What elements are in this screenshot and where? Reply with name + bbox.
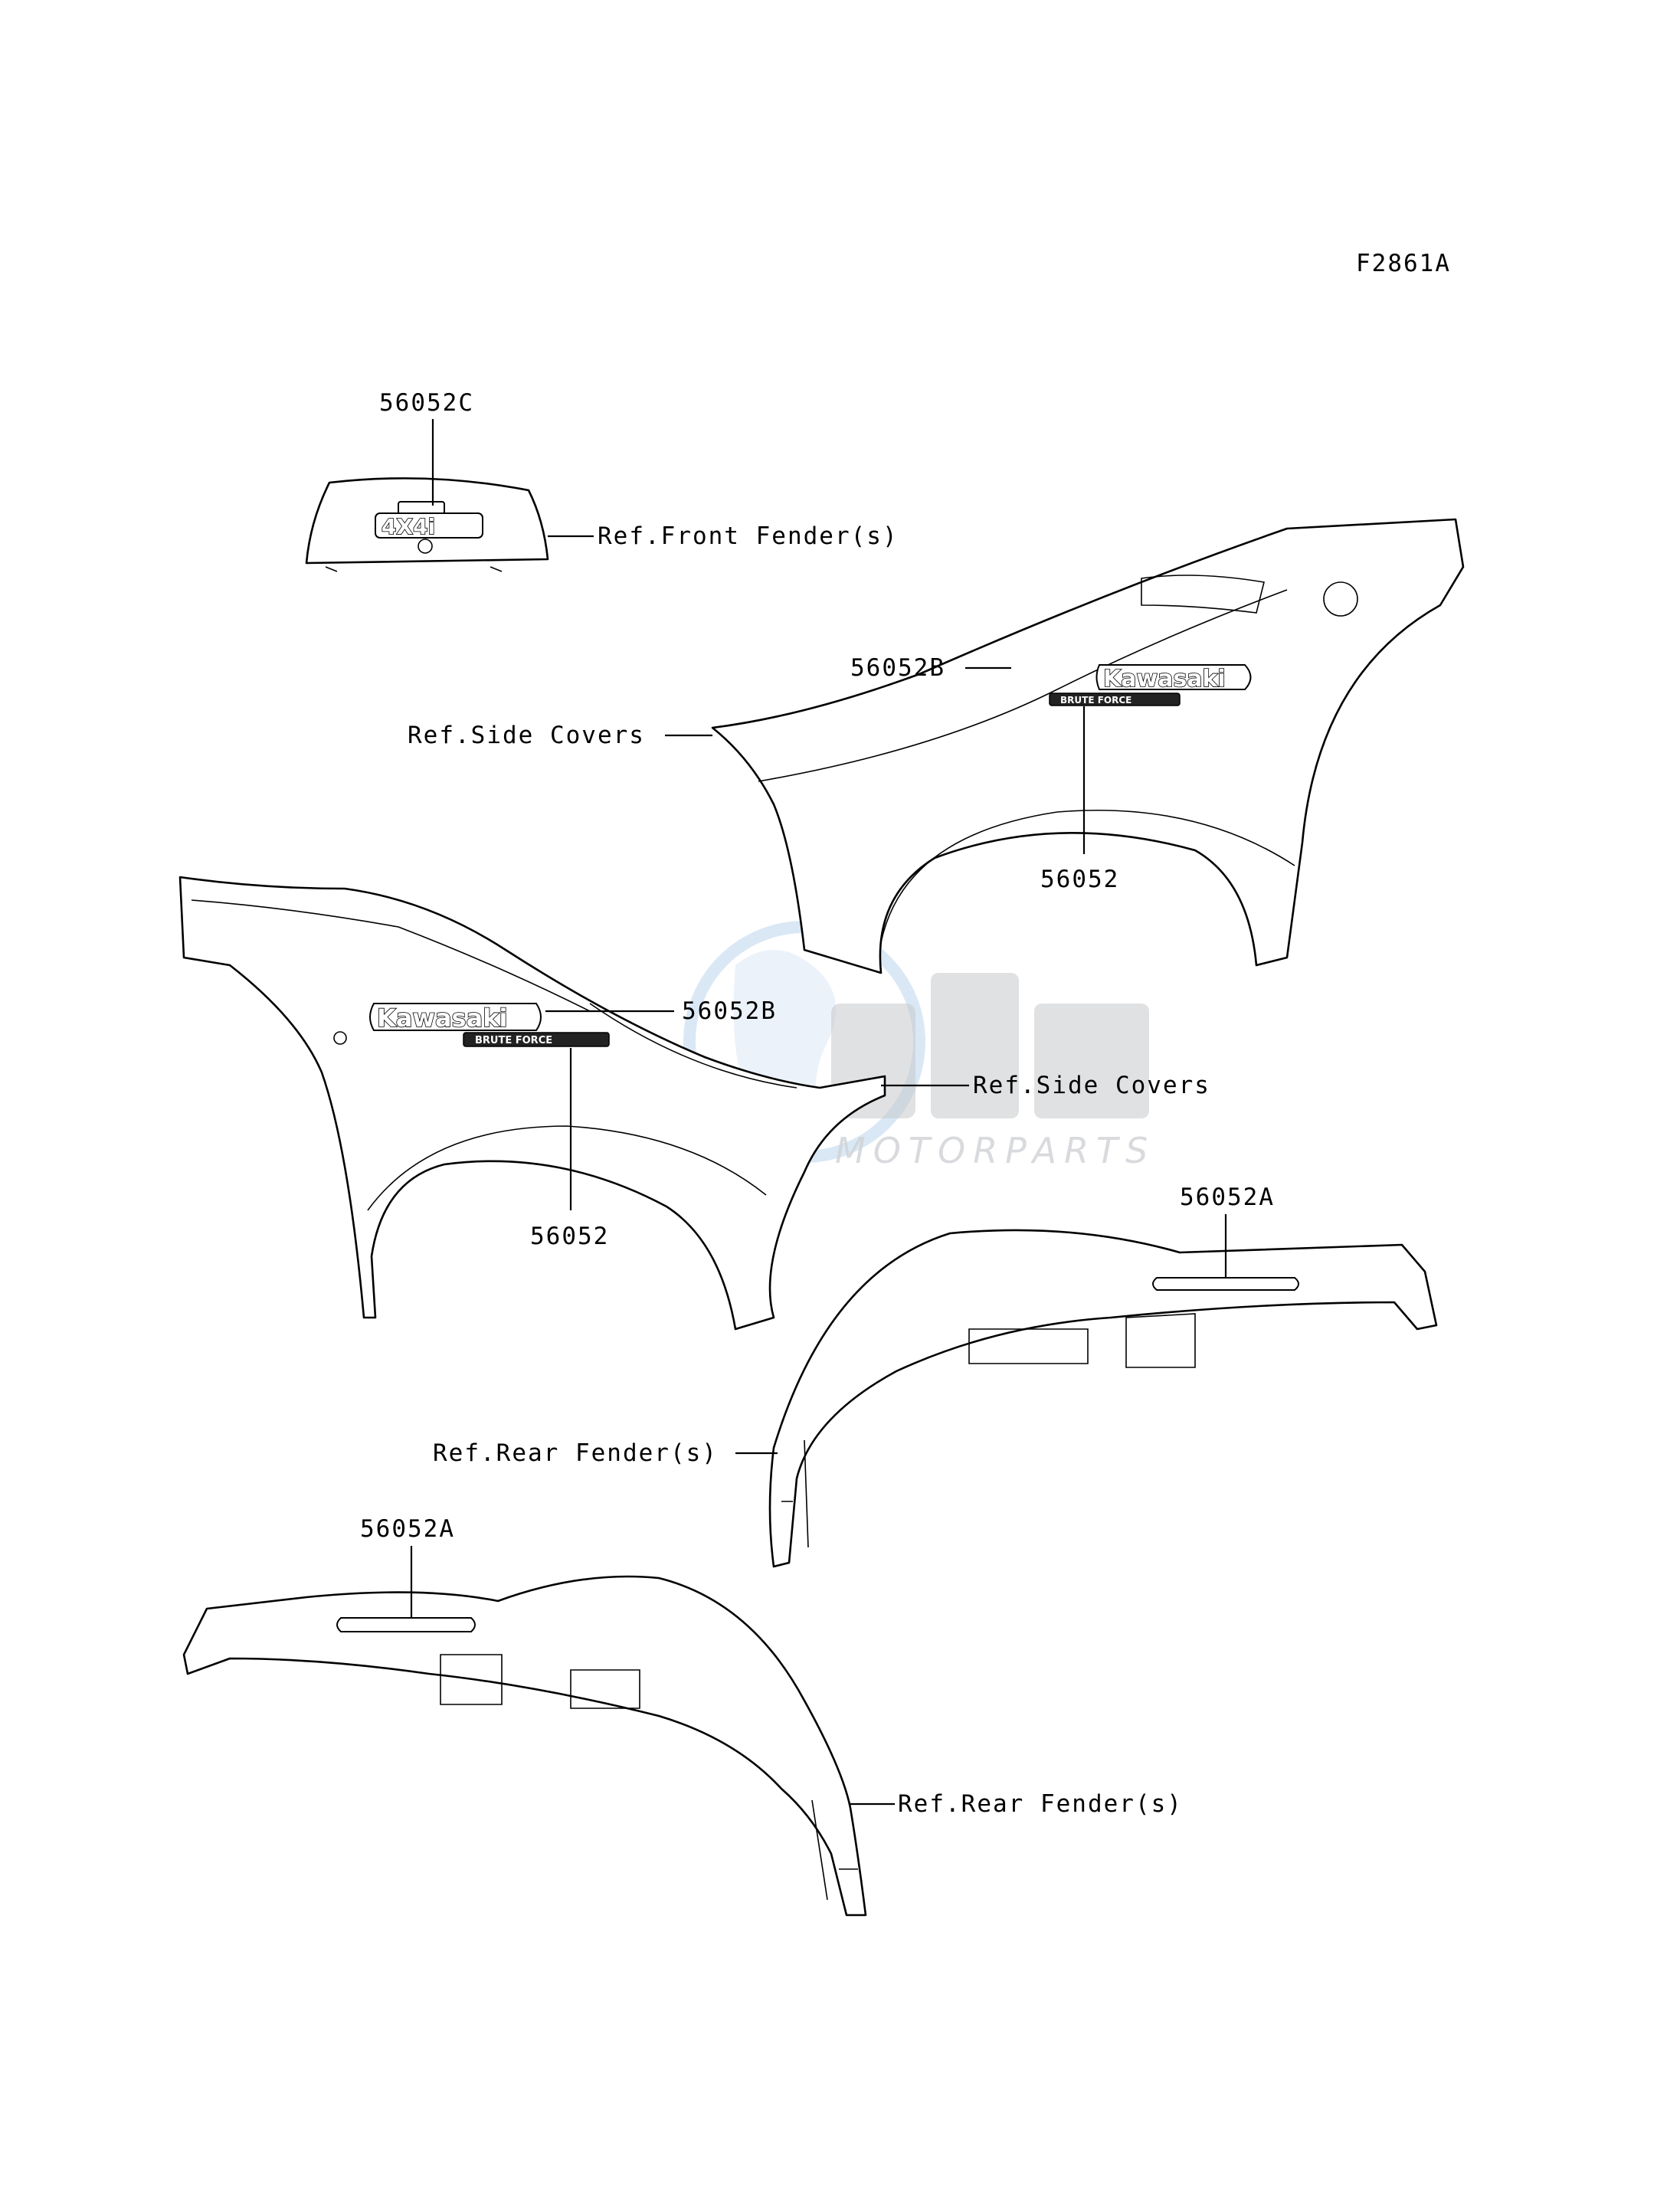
watermark-letter-m (1034, 1004, 1149, 1118)
label-56052B-right: 56052B (850, 654, 945, 682)
bruteforce-text-right: BRUTE FORCE (1060, 695, 1131, 706)
vtwin-text-left: V-TWIN 750 (352, 1620, 416, 1632)
right-side-cover-shape (711, 518, 1465, 974)
label-56052A-right: 56052A (1180, 1184, 1275, 1211)
front-fender-part: 4X4i 750 (305, 477, 549, 572)
kawasaki-decal-right (1095, 664, 1252, 690)
left-rear-fender-shape (182, 1575, 867, 1917)
bruteforce-decal-right (1049, 692, 1181, 706)
left-side-cover-part: Kawasaki BRUTE FORCE (178, 876, 886, 1331)
vtwin-decal-right (1152, 1277, 1299, 1291)
watermark-subtitle: MOTORPARTS (835, 1130, 1155, 1171)
label-56052C: 56052C (379, 389, 474, 417)
bruteforce-decal-left (463, 1032, 610, 1047)
label-ref-side-covers-left: Ref.Side Covers (973, 1072, 1210, 1099)
right-rear-fender-part: V-TWIN 750 (768, 1229, 1438, 1568)
badge-750-text: 750 (406, 504, 424, 514)
label-56052-left: 56052 (530, 1223, 609, 1250)
left-side-cover-shape (178, 876, 886, 1331)
watermark-letter-e (931, 973, 1019, 1118)
vtwin-text-right: V-TWIN 750 (1168, 1279, 1232, 1291)
label-ref-rear-fender-left: Ref.Rear Fender(s) (898, 1790, 1183, 1818)
label-56052A-left: 56052A (360, 1515, 455, 1543)
right-rear-fender-shape (768, 1229, 1438, 1568)
label-ref-side-covers-right: Ref.Side Covers (408, 722, 645, 749)
kawasaki-text-right: Kawasaki (1103, 666, 1226, 692)
label-56052B-left: 56052B (682, 997, 777, 1025)
badge-4x4i-decal (375, 512, 483, 539)
left-rear-fender-part: V-TWIN 750 (182, 1575, 867, 1917)
vtwin-decal-left (336, 1617, 476, 1632)
kawasaki-text-left: Kawasaki (377, 1004, 507, 1033)
label-ref-front-fender: Ref.Front Fender(s) (598, 522, 899, 550)
kawasaki-decal-left (369, 1003, 542, 1031)
label-56052-right: 56052 (1040, 866, 1119, 893)
bruteforce-text-left: BRUTE FORCE (475, 1035, 552, 1046)
label-ref-rear-fender-right: Ref.Rear Fender(s) (433, 1439, 718, 1467)
figure-code: F2861A (1356, 250, 1451, 277)
badge-4x4i-text: 4X4i (382, 514, 435, 539)
right-side-cover-part: Kawasaki BRUTE FORCE (711, 518, 1465, 974)
